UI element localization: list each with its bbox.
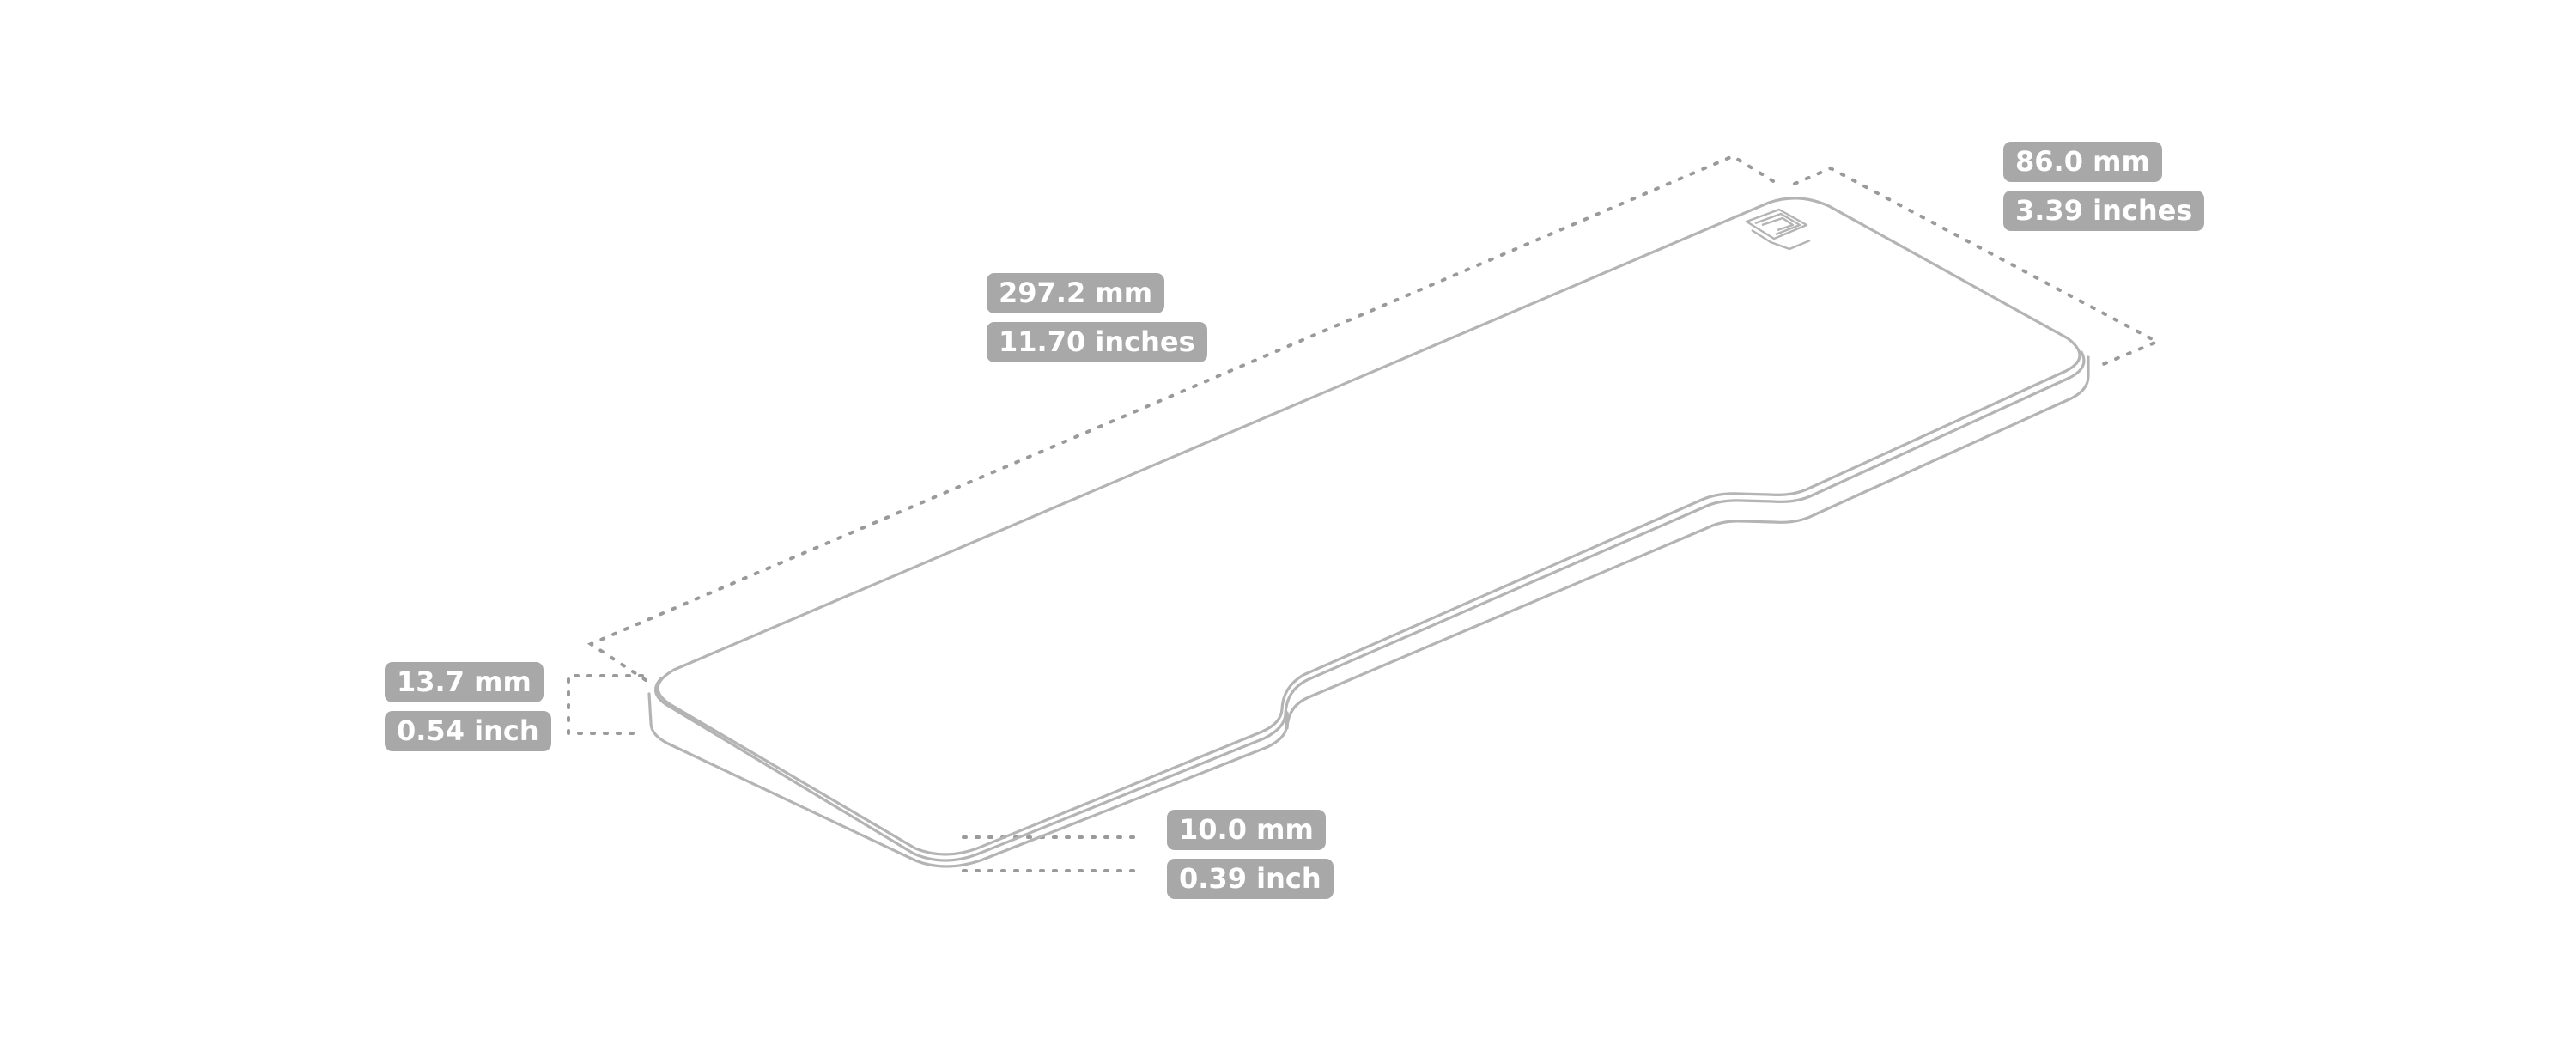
height-min-imperial-badge: 0.39 inch <box>1167 859 1334 899</box>
height-max-metric-badge: 13.7 mm <box>385 662 544 702</box>
length-imperial-badge: 11.70 inches <box>987 322 1207 362</box>
wrist-rest-outline <box>647 197 2090 868</box>
base-bottom-outline <box>647 692 1289 868</box>
width-metric-badge: 86.0 mm <box>2003 142 2162 182</box>
height-max-dimension-line <box>567 674 644 735</box>
base-bottom-outline-right <box>1285 355 2090 730</box>
top-surface-outline <box>656 197 2081 856</box>
height-max-imperial-badge: 0.54 inch <box>385 711 551 751</box>
length-dimension-line <box>586 154 1779 682</box>
brand-logo-icon <box>1745 208 1811 251</box>
height-min-metric-badge: 10.0 mm <box>1167 810 1326 850</box>
length-metric-badge: 297.2 mm <box>987 273 1165 313</box>
top-bevel-outline <box>654 350 2086 862</box>
width-imperial-badge: 3.39 inches <box>2003 191 2205 231</box>
dimension-lines <box>567 154 2161 872</box>
